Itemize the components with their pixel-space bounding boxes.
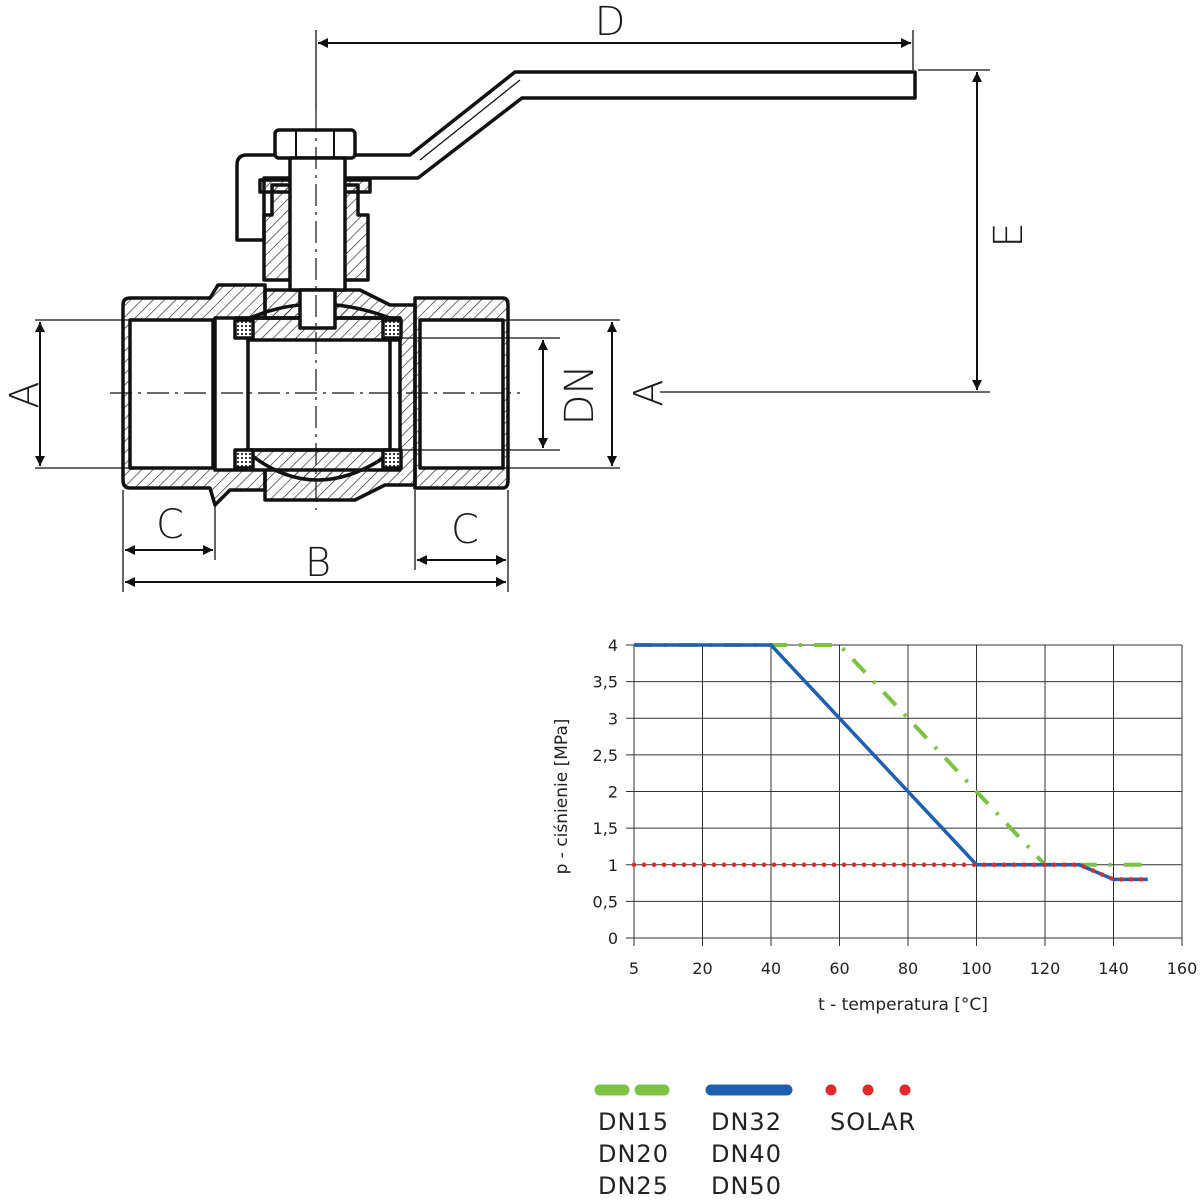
legend-label: DN15 (598, 1108, 669, 1136)
dim-e-label: E (986, 222, 1032, 247)
x-tick-label: 120 (1030, 959, 1061, 978)
x-tick-label: 60 (829, 959, 849, 978)
legend-label: DN50 (711, 1172, 782, 1200)
x-tick-label: 80 (898, 959, 918, 978)
series-line-dotted (631, 862, 1150, 882)
y-tick-label: 1 (608, 856, 618, 875)
legend-label: DN40 (711, 1140, 782, 1168)
legend-swatch-red (825, 1084, 911, 1096)
y-tick-label: 3,5 (593, 673, 618, 692)
x-tick-label: 160 (1167, 959, 1198, 978)
dim-a-left-label: A (2, 381, 48, 408)
legend-group-green: DN15 DN20 DN25 (598, 1106, 669, 1202)
legend-label: DN25 (598, 1172, 669, 1200)
y-tick-label: 0 (608, 929, 618, 948)
dim-a-right-label: A (626, 379, 672, 406)
y-tick-label: 3 (608, 709, 618, 728)
y-tick-label: 2 (608, 783, 618, 802)
y-tick-label: 2,5 (593, 746, 618, 765)
y-tick-label: 0,5 (593, 892, 618, 911)
legend-label: DN32 (711, 1108, 782, 1136)
dimension-labels: D E A A DN C C B (2, 0, 1032, 586)
y-tick-label: 4 (608, 636, 618, 655)
lever-handle (235, 70, 917, 242)
dim-c-left-label: C (156, 502, 184, 548)
x-tick-label: 20 (692, 959, 712, 978)
legend-label: SOLAR (830, 1108, 917, 1136)
hex-nut (273, 128, 357, 160)
bore-right (418, 318, 505, 470)
bore-left (128, 318, 215, 470)
legend-group-blue: DN32 DN40 DN50 (711, 1106, 782, 1202)
x-tick-label: 40 (761, 959, 781, 978)
legend-swatches (594, 1084, 911, 1096)
stem (288, 156, 347, 292)
center-lines (110, 110, 520, 510)
y-axis-label: p - ciśnienie [MPa] (552, 719, 572, 875)
legend-label: DN20 (598, 1140, 669, 1168)
dimension-lines (35, 30, 990, 592)
valve-body (121, 70, 917, 507)
pressure-temperature-chart: 0 0,5 1 1,5 2 2,5 3 3,5 4 5 20 40 60 80 100 120 140 160 t … (552, 636, 1197, 1015)
x-axis-label: t - temperatura [°C] (818, 995, 988, 1015)
x-tick-label: 100 (961, 959, 992, 978)
dim-dn-label: DN (557, 365, 603, 426)
series-line-solid (634, 643, 1148, 882)
y-tick-label: 1,5 (593, 819, 618, 838)
dim-d-label: D (595, 0, 626, 45)
dim-b-label: B (305, 540, 331, 586)
x-tick-label: 5 (629, 959, 639, 978)
dim-c-right-label: C (451, 507, 479, 553)
legend-group-red: SOLAR (830, 1106, 916, 1138)
x-tick-label: 140 (1098, 959, 1129, 978)
